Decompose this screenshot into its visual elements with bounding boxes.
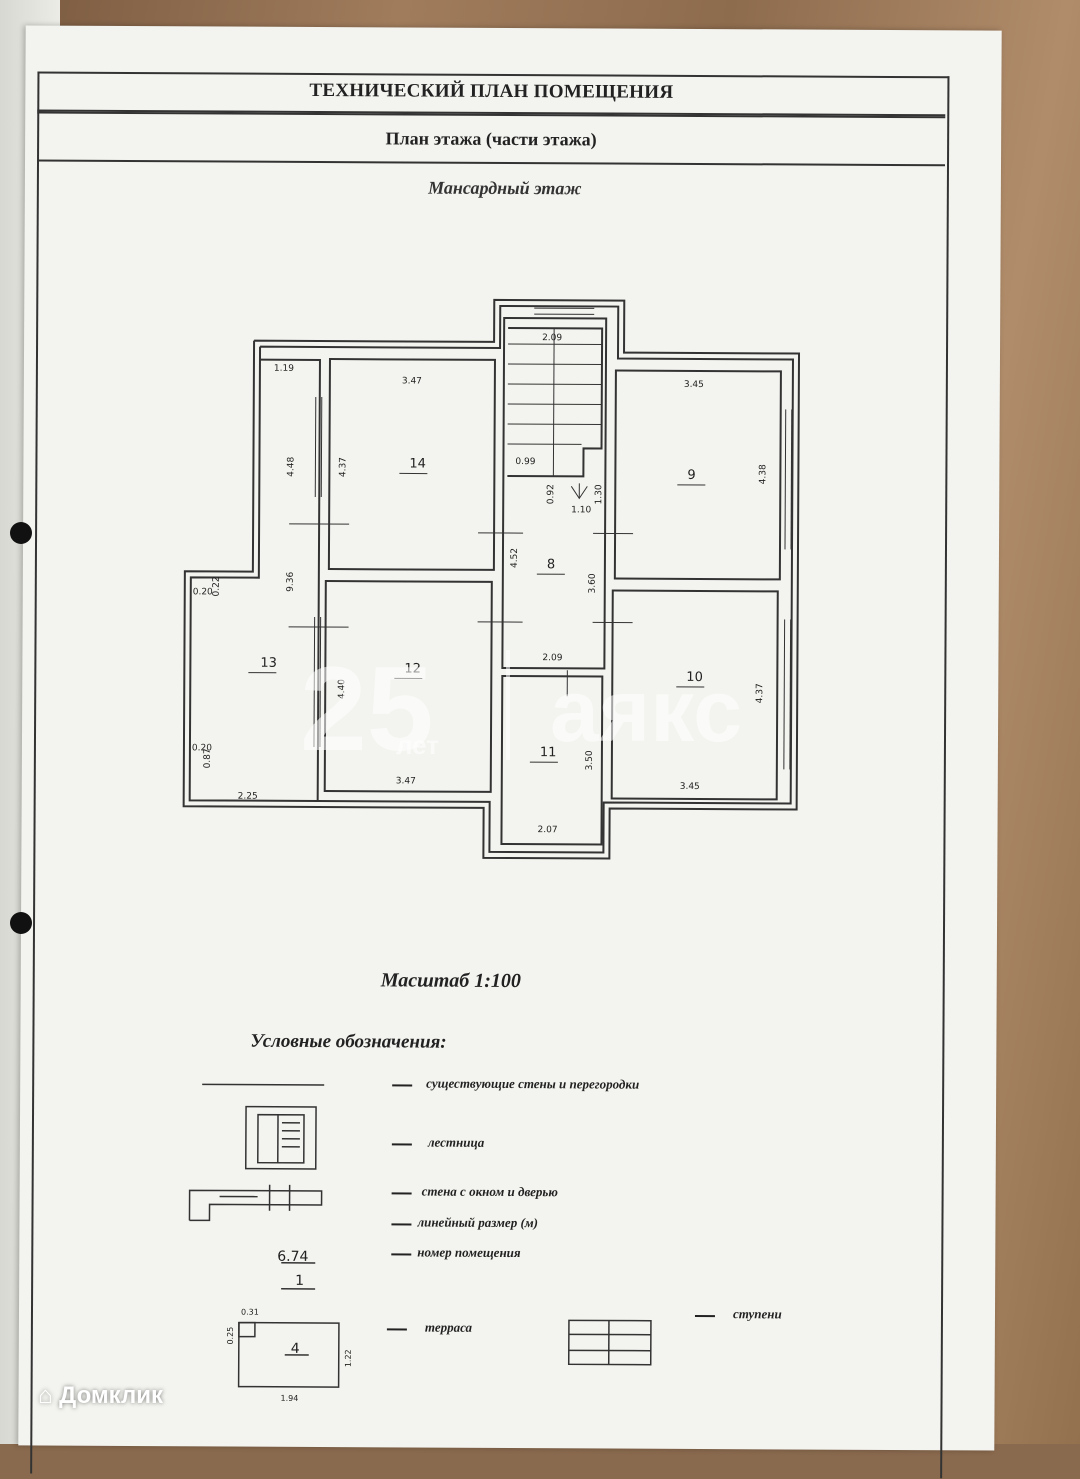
room-number: 13 — [260, 656, 277, 671]
svg-text:3.45: 3.45 — [684, 380, 704, 390]
svg-text:1.19: 1.19 — [274, 364, 294, 374]
svg-text:4.52: 4.52 — [510, 548, 520, 568]
legend-terrace-symbol — [239, 1323, 339, 1388]
binder-hole — [10, 522, 32, 544]
svg-text:0.99: 0.99 — [515, 457, 535, 467]
svg-text:2.09: 2.09 — [542, 333, 562, 343]
svg-text:1.22: 1.22 — [344, 1349, 353, 1367]
svg-text:0.92: 0.92 — [546, 484, 556, 504]
legend-stairs-label: лестница — [428, 1135, 484, 1151]
svg-text:0.25: 0.25 — [226, 1327, 235, 1345]
svg-text:1.94: 1.94 — [281, 1394, 299, 1403]
watermark-sub: лет — [396, 730, 439, 761]
floor-plan: 14 12 13 9 10 8 11 3.47 3.47 2.25 3.45 3… — [21, 25, 986, 910]
svg-text:4.37: 4.37 — [338, 457, 348, 477]
svg-text:2.07: 2.07 — [537, 825, 557, 835]
legend-walls-label: существующие стены и перегородки — [426, 1076, 639, 1093]
footer-brand-text: Домклик — [59, 1382, 163, 1409]
watermark-divider — [506, 650, 510, 760]
svg-text:0.31: 0.31 — [241, 1308, 259, 1317]
house-icon: ⌂ — [38, 1382, 53, 1409]
domclick-logo[interactable]: ⌂ Домклик — [38, 1382, 163, 1410]
svg-text:1.30: 1.30 — [594, 484, 604, 504]
svg-text:3.45: 3.45 — [680, 782, 700, 792]
legend-steps-symbol — [569, 1320, 651, 1364]
svg-text:3.60: 3.60 — [588, 573, 598, 593]
room-number: 9 — [687, 468, 695, 483]
legend-room-number-label: номер помещения — [417, 1245, 520, 1262]
stair-steps — [507, 328, 602, 498]
scale-label: Масштаб 1:100 — [381, 969, 521, 993]
svg-text:9.36: 9.36 — [286, 572, 296, 592]
svg-text:1.10: 1.10 — [571, 505, 591, 515]
legend-window-door-symbol — [189, 1184, 321, 1221]
legend-sample-dimension: 6.74 — [277, 1249, 308, 1265]
room-number: 8 — [547, 557, 555, 572]
svg-text:3.47: 3.47 — [402, 376, 422, 386]
watermark-brand: аякс — [550, 660, 742, 762]
room-9 — [615, 371, 781, 580]
legend-stair-symbol — [246, 1107, 316, 1169]
stairs — [507, 328, 602, 476]
svg-text:4.48: 4.48 — [286, 457, 296, 477]
svg-text:4.38: 4.38 — [758, 464, 768, 484]
room-number: 14 — [409, 456, 426, 471]
legend-wall-symbol — [202, 1084, 324, 1085]
legend-sample-room: 1 — [295, 1273, 304, 1289]
legend-terrace-number: 4 — [291, 1341, 300, 1357]
svg-text:2.25: 2.25 — [238, 792, 258, 802]
legend-window-door-label: стена с окном и дверью — [422, 1184, 558, 1201]
legend-dimension-label: линейный размер (м) — [417, 1215, 538, 1232]
svg-text:4.37: 4.37 — [755, 683, 765, 703]
binder-hole — [10, 912, 32, 934]
legend-terrace-label: терраса — [425, 1320, 472, 1336]
legend-title: Условные обозначения: — [250, 1031, 446, 1054]
svg-text:0.20: 0.20 — [193, 587, 213, 597]
legend-steps-label: ступени — [733, 1306, 782, 1322]
svg-text:0.22: 0.22 — [212, 576, 222, 596]
svg-text:0.87: 0.87 — [203, 748, 213, 768]
